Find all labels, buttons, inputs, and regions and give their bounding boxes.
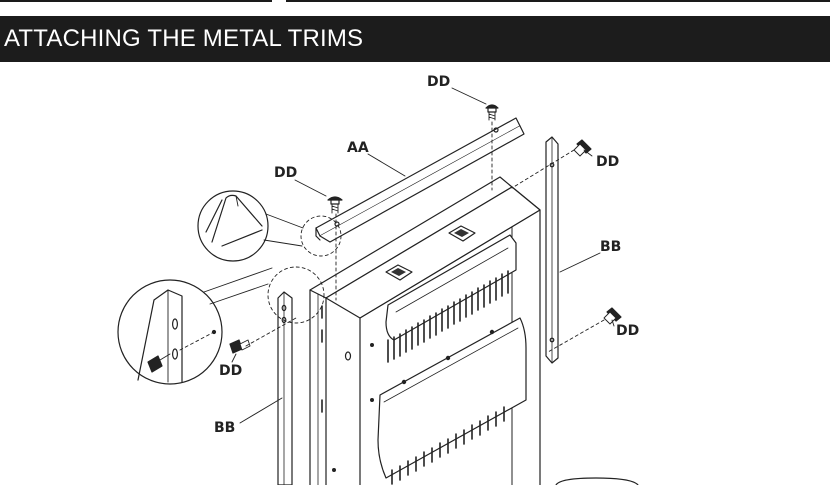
screw-icon	[229, 104, 622, 354]
fireplace-unit	[309, 176, 639, 485]
detail-magnifier-bottom	[117, 266, 325, 385]
label-aa: AA	[347, 140, 369, 156]
upper-vents	[387, 270, 509, 363]
detail-magnifier-top	[197, 190, 342, 262]
section-title: ATTACHING THE METAL TRIMS	[4, 25, 364, 52]
assembly-guide-lines	[245, 121, 605, 353]
assembly-diagram: DD AA DD DD BB DD DD BB	[117, 74, 639, 485]
label-dd-right-top: DD	[596, 154, 619, 170]
label-dd-top: DD	[427, 74, 450, 90]
label-dd-left-bottom: DD	[219, 363, 242, 379]
label-leaders	[231, 87, 615, 363]
left-trim-bb	[239, 291, 293, 485]
label-bb-right: BB	[600, 239, 621, 255]
right-trim-bb	[545, 136, 601, 364]
label-bb-left: BB	[214, 420, 235, 436]
label-dd-left-top: DD	[274, 165, 297, 181]
top-rule-left	[0, 0, 272, 2]
label-dd-right-bottom: DD	[616, 323, 639, 339]
top-rule-right	[286, 0, 830, 2]
lower-vents	[391, 406, 505, 485]
top-trim-aa	[315, 117, 525, 243]
section-header: ATTACHING THE METAL TRIMS	[0, 16, 830, 62]
